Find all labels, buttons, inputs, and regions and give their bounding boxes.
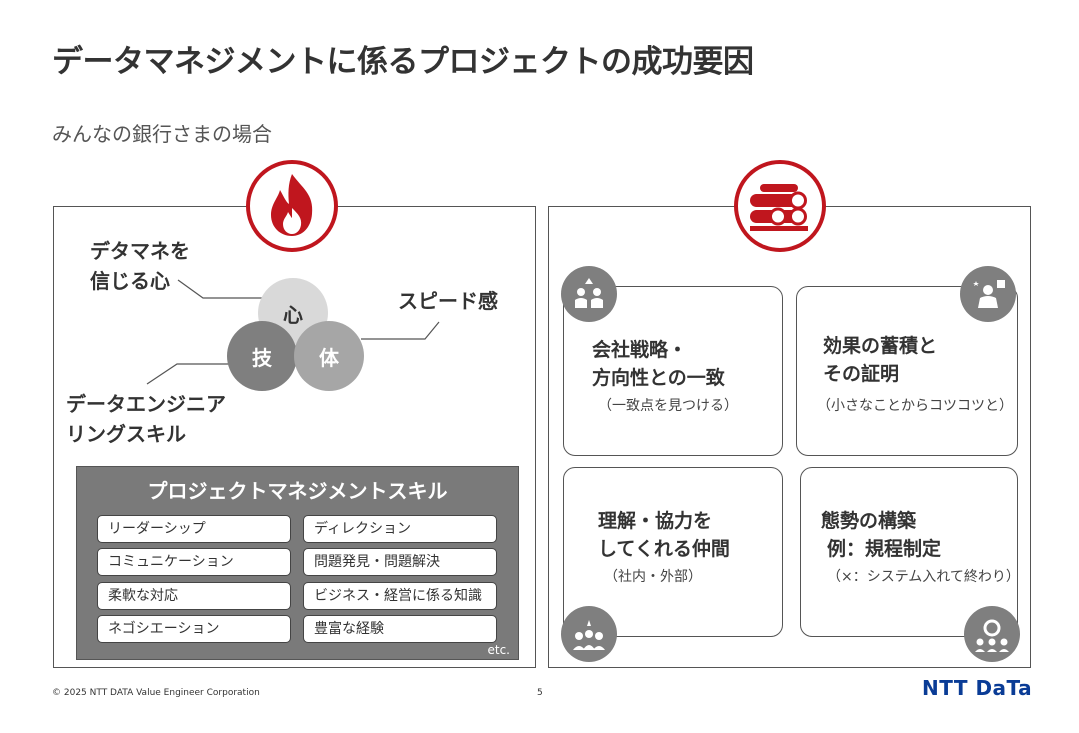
page-title: データマネジメントに係るプロジェクトの成功要因: [52, 44, 754, 80]
card-title-line2: してくれる仲間: [598, 538, 730, 560]
firewood-emblem: [734, 160, 826, 252]
skill-item: 豊富な経験: [303, 615, 497, 643]
team-goal-icon: [561, 266, 617, 322]
card-note: （一致点を見つける）: [598, 398, 738, 414]
card-title-line1: 理解・協力を: [598, 510, 713, 532]
circle-skill: 技: [227, 321, 297, 391]
achievement-icon: [960, 266, 1016, 322]
card-title-line2: その証明: [823, 363, 900, 385]
collaboration-icon: [561, 606, 617, 662]
circle-skill-label: 技: [252, 345, 272, 370]
card-title-line2: 方向性との一致: [592, 367, 725, 389]
skill-item: ディレクション: [303, 515, 497, 543]
flame-emblem: [246, 160, 338, 252]
card-note: （小さなことからコツコツと）: [817, 398, 1013, 414]
card-title-line1: 効果の蓄積と: [823, 335, 938, 357]
card-note: （社内・外部）: [604, 569, 702, 585]
page-number: 5: [537, 688, 543, 698]
skill-item: リーダーシップ: [97, 515, 291, 543]
copyright: © 2025 NTT DATA Value Engineer Corporati…: [52, 688, 260, 698]
label-heart-line1: デタマネを: [90, 239, 190, 263]
circle-body: 体: [294, 321, 364, 391]
circle-heart-label: 心: [283, 302, 303, 327]
page-subtitle: みんなの銀行さまの場合: [52, 122, 272, 146]
connector-lines: [146, 279, 440, 385]
card-title-line1: 態勢の構築: [821, 510, 917, 532]
label-speed: スピード感: [398, 289, 498, 313]
card-title-line1: 会社戦略・: [592, 339, 688, 361]
firewood-icon: [750, 184, 808, 231]
label-engineering-line1: データエンジニア: [66, 392, 226, 416]
flame-icon: [271, 174, 313, 236]
project-management-box: プロジェクトマネジメントスキル リーダーシップ ディレクション コミュニケーショ…: [76, 466, 519, 660]
skill-item: 問題発見・問題解決: [303, 548, 497, 576]
organization-icon: [964, 606, 1020, 662]
card-note: （×：システム入れて終わり）: [827, 569, 1020, 585]
etc-label: etc.: [487, 643, 511, 657]
skill-item: ビジネス・経営に係る知識: [303, 582, 497, 610]
pm-title: プロジェクトマネジメントスキル: [147, 479, 448, 503]
skill-item: ネゴシエーション: [97, 615, 291, 643]
label-engineering-line2: リングスキル: [66, 422, 186, 446]
circle-body-label: 体: [319, 345, 339, 370]
label-heart-line2: 信じる心: [90, 269, 170, 293]
skill-item: 柔軟な対応: [97, 582, 291, 610]
ntt-data-logo: NTT DaTa: [922, 676, 1033, 700]
skill-item: コミュニケーション: [97, 548, 291, 576]
card-title-line2: 例：規程制定: [827, 538, 942, 560]
